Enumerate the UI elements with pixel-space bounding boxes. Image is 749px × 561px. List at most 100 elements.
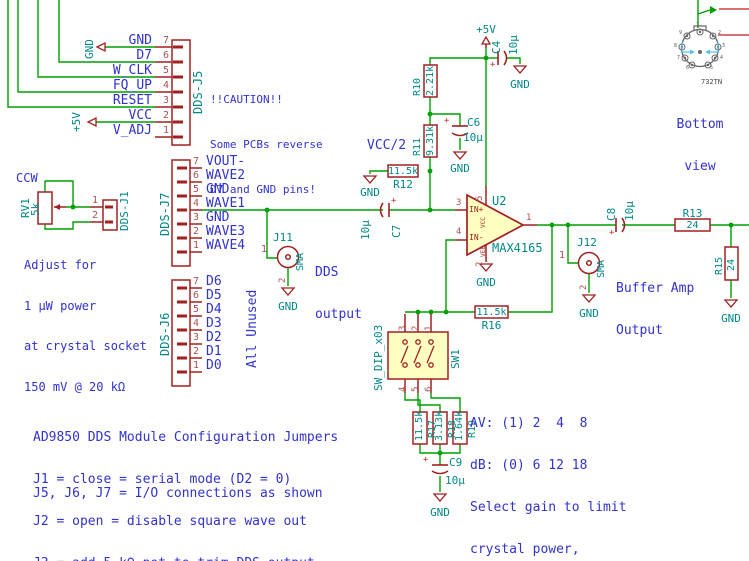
pin-number: 5 xyxy=(411,386,421,392)
sw1-part: SW_DIP_x03 xyxy=(372,324,385,391)
c8-value: 10µ xyxy=(623,201,636,221)
net-label-d4: D4 xyxy=(206,302,222,317)
wire-layer xyxy=(7,0,749,492)
pin-number: 5 xyxy=(475,195,485,201)
rv1-ccw-label: CCW xyxy=(16,171,38,185)
pin-number: 2 xyxy=(411,325,421,331)
net-label-d5: D5 xyxy=(206,288,222,303)
c6-ref: C6 xyxy=(467,116,481,129)
din-pin-number: 4 xyxy=(720,55,724,61)
pin-number: 4 xyxy=(162,80,169,91)
r12-ref: R12 xyxy=(393,178,413,191)
u2-opamp-triangle xyxy=(466,193,525,257)
pin-number: 2 xyxy=(278,277,288,283)
pin-number: 4 xyxy=(456,227,462,237)
gnd-label: GND xyxy=(450,162,470,175)
din-connector xyxy=(678,25,722,69)
pin-number: 2 xyxy=(475,261,485,267)
net-label-d1: D1 xyxy=(206,344,222,359)
u2-vee-label: VEE xyxy=(480,246,487,257)
pin-number: 6 xyxy=(424,386,434,392)
pin-number: 7 xyxy=(193,156,200,167)
j7-ref: DDS-J7 xyxy=(158,192,172,236)
u2-in-plus-label: IN+ xyxy=(469,205,484,214)
net-label-wave3: WAVE3 xyxy=(206,224,246,239)
j6-ref: DDS-J6 xyxy=(158,312,172,356)
gain-note: AV: (1) 2 4 8 dB: (0) 6 12 18 Select gai… xyxy=(470,416,627,557)
pin-number: 5 xyxy=(162,65,169,76)
gnd-label: GND xyxy=(278,300,298,313)
din-red-wires xyxy=(718,8,749,36)
net-label-wave2: WAVE2 xyxy=(206,168,246,183)
net-label-fq-up: FQ_UP xyxy=(112,78,152,93)
pin-number: 6 xyxy=(162,50,169,61)
j6-connector-body xyxy=(171,279,191,387)
din-pin-number: 5 xyxy=(710,65,714,71)
c4-polarity-mark: + xyxy=(490,60,496,70)
pin-number: 3 xyxy=(162,95,169,106)
r16-ref: R16 xyxy=(481,319,502,332)
pin-number: 3 xyxy=(193,212,200,223)
pin-number: 1 xyxy=(261,244,268,255)
resistor-r11 xyxy=(423,124,438,158)
caution-line: D7 and GND pins! xyxy=(210,183,316,196)
din-part-number: 732TN xyxy=(701,78,723,86)
resistor-r15 xyxy=(724,246,739,281)
j11-sma-body xyxy=(276,245,300,269)
pin-number: 2 xyxy=(579,284,589,290)
c7-polarity-mark: + xyxy=(391,196,397,206)
gnd-label: GND xyxy=(430,506,450,519)
resistor-r19 xyxy=(452,411,468,445)
caution-line: !!CAUTION!! xyxy=(210,93,283,106)
r12-value: 11.5k xyxy=(388,166,419,177)
pin-number: 1 xyxy=(193,360,200,371)
pin-number: 1 xyxy=(162,125,169,136)
pin-number: 7 xyxy=(162,35,169,46)
net-label-gnd: GND xyxy=(206,182,230,197)
config-note-io: J5, J6, J7 = I/O connections as shown xyxy=(33,486,323,501)
junction-dots xyxy=(70,55,734,456)
pin-number: 7 xyxy=(193,276,200,287)
sw1-dip-body xyxy=(387,331,449,380)
pin-number: 1 xyxy=(424,325,434,331)
rv1-wiper-arrow xyxy=(54,204,60,210)
net-label-vcc: VCC xyxy=(128,108,152,123)
power-flags xyxy=(86,35,492,128)
j5-ref: DDS-J5 xyxy=(191,70,205,114)
net-label-d0: D0 xyxy=(206,358,222,373)
net-label-d2: D2 xyxy=(206,330,222,345)
net-label-v-adj: V_ADJ xyxy=(112,123,152,138)
resistor-r17 xyxy=(412,411,428,445)
p5v-rail-label: +5V xyxy=(476,23,496,36)
j12-sma-body xyxy=(577,251,601,275)
pin-number: 2 xyxy=(92,210,99,221)
c6-polarity-mark: + xyxy=(444,116,450,126)
j5-connector-body xyxy=(171,39,191,146)
j12-caption: Buffer Amp Output xyxy=(616,281,695,338)
j12-ref: J12 xyxy=(577,236,597,249)
c9-polarity-mark: + xyxy=(423,455,429,465)
din-diode-arrows xyxy=(681,42,719,53)
net-label-vout-: VOUT- xyxy=(206,154,246,169)
c9-value: 10µ xyxy=(445,474,465,487)
rv1-pot-body xyxy=(37,191,53,225)
net-label-d6: D6 xyxy=(206,274,222,289)
din-wire-arrow xyxy=(710,6,717,14)
j6-unused-note: All Unused xyxy=(245,289,260,368)
net-label-w-clk: W_CLK xyxy=(112,63,152,78)
c9-ref: C9 xyxy=(449,456,463,469)
pin-number: 1 xyxy=(559,250,566,261)
r13-ref: R13 xyxy=(682,207,703,220)
resistor-r13 xyxy=(674,218,711,232)
gnd-label: GND xyxy=(360,186,380,199)
capacitor-plates xyxy=(379,50,626,475)
caution-line: Some PCBs reverse xyxy=(210,138,323,151)
net-label-d3: D3 xyxy=(206,316,222,331)
j11-type: SMA xyxy=(295,252,306,271)
pin-number: 2 xyxy=(193,226,200,237)
pin-number: 6 xyxy=(193,290,200,301)
resistor-r12 xyxy=(387,164,419,178)
r18-value: 3.13k xyxy=(434,410,445,441)
